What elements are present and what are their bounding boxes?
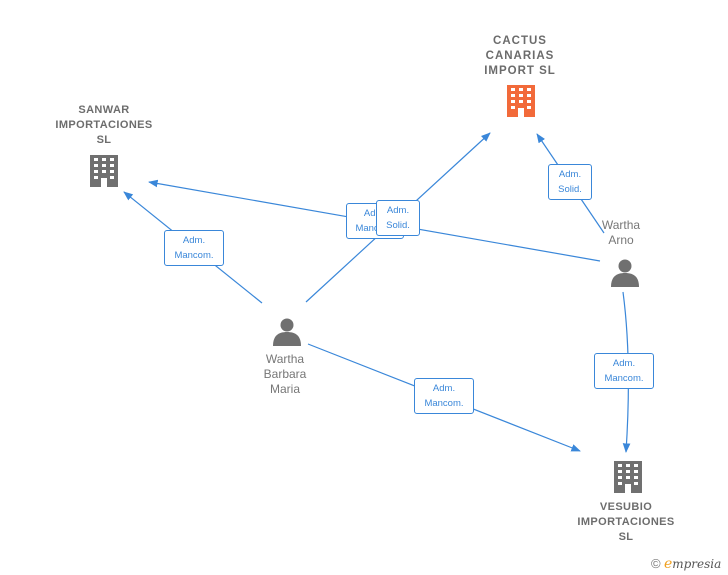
person-icon[interactable] — [273, 318, 301, 347]
edge-tag-arno-cactus[interactable]: Adm. Solid. — [548, 164, 592, 200]
brand-logo[interactable]: empresia — [663, 556, 722, 572]
edge-tag-barbara-cactus[interactable]: Adm. Solid. — [376, 200, 420, 236]
building-icon[interactable] — [507, 85, 535, 117]
edge-tag-arno-vesubio[interactable]: Adm. Mancom. — [594, 353, 654, 389]
company-label-vesubio[interactable]: VESUBIO IMPORTACIONES SL — [577, 501, 675, 543]
copyright-symbol: © — [651, 556, 661, 571]
footer-brand: © empresia — [651, 556, 721, 572]
company-label-sanwar[interactable]: SANWAR IMPORTACIONES SL — [55, 104, 153, 146]
building-icon[interactable] — [614, 461, 642, 493]
building-icon[interactable] — [90, 155, 118, 187]
person-label-arno[interactable]: Wartha Arno — [601, 218, 641, 247]
edge-tag-barbara-vesubio[interactable]: Adm. Mancom. — [414, 378, 474, 414]
company-label-cactus[interactable]: CACTUS CANARIAS IMPORT SL — [484, 35, 556, 77]
person-icon[interactable] — [611, 259, 639, 288]
edge-tag-barbara-sanwar[interactable]: Adm. Mancom. — [164, 230, 224, 266]
person-label-barbara[interactable]: Wartha Barbara Maria — [263, 352, 307, 396]
